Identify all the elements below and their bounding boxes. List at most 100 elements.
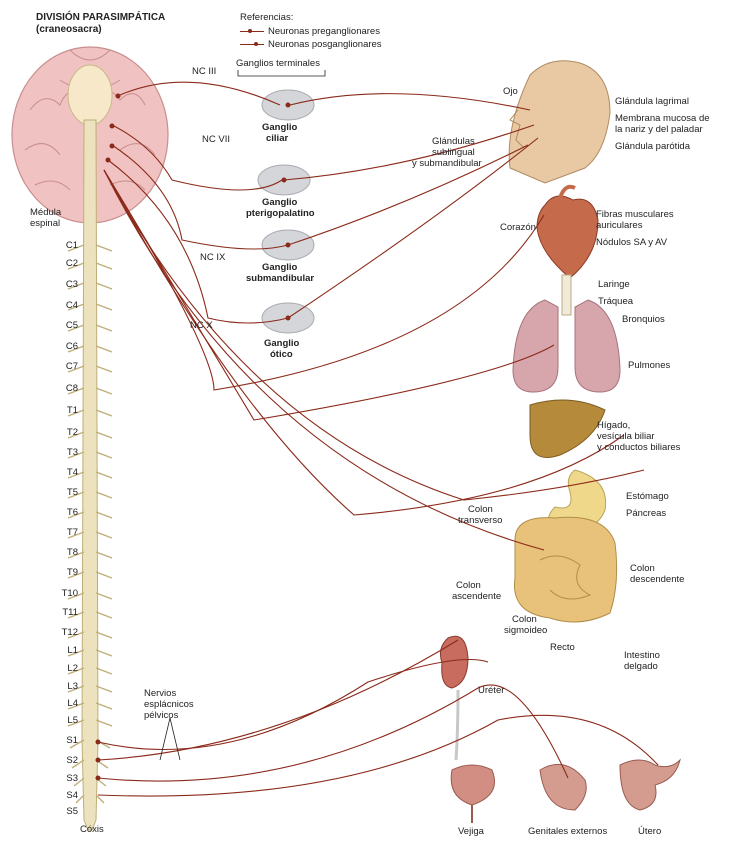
label-mucosa-2: la nariz y del paladar bbox=[615, 124, 703, 135]
label-pelvic-2: esplácnicos bbox=[144, 699, 194, 710]
segment-label: T6 bbox=[66, 507, 78, 518]
spinal-cord bbox=[67, 119, 113, 831]
label-fibras-1: Fibras musculares bbox=[596, 209, 674, 220]
label-intestino-1: Intestino bbox=[624, 650, 660, 661]
segment-label: T9 bbox=[66, 567, 78, 578]
segment-label: T2 bbox=[66, 427, 78, 438]
segment-label: L3 bbox=[67, 681, 78, 692]
ganglia-heading: Ganglios terminales bbox=[236, 58, 320, 69]
label-pulmones: Pulmones bbox=[628, 360, 671, 371]
label-ganglio-pterigo-2: pterigopalatino bbox=[246, 208, 315, 219]
segment-label: S5 bbox=[66, 806, 78, 817]
lungs bbox=[512, 274, 621, 393]
liver bbox=[529, 399, 606, 458]
segment-label: C5 bbox=[65, 320, 78, 331]
legend-heading: Referencias: bbox=[240, 12, 294, 23]
label-corazon: Corazón bbox=[500, 222, 536, 233]
label-higado-3: y conductos biliares bbox=[597, 442, 681, 453]
label-pancreas: Páncreas bbox=[626, 508, 667, 519]
legend-pre-label: Neuronas preganglionares bbox=[268, 26, 380, 37]
label-colon-descendente-1: Colon bbox=[630, 563, 655, 574]
label-colon-sigmoideo-2: sigmoideo bbox=[504, 625, 548, 636]
label-parotida: Glándula parótida bbox=[615, 141, 690, 152]
label-intestino-2: delgado bbox=[624, 661, 658, 672]
label-ganglio-otico-2: ótico bbox=[270, 349, 293, 360]
bladder bbox=[450, 764, 495, 823]
label-traquea: Tráquea bbox=[598, 296, 634, 307]
label-vejiga: Vejiga bbox=[458, 826, 484, 837]
label-recto: Recto bbox=[550, 642, 575, 653]
segment-label: S1 bbox=[66, 735, 78, 746]
label-estomago: Estómago bbox=[626, 491, 669, 502]
segment-label: S3 bbox=[66, 773, 78, 784]
label-mucosa-1: Membrana mucosa de bbox=[615, 113, 710, 124]
segment-label: L5 bbox=[67, 715, 78, 726]
legend-pre-line bbox=[240, 31, 264, 32]
label-pelvic-1: Nervios bbox=[144, 688, 177, 699]
terminal-ganglia bbox=[257, 89, 315, 334]
segment-label: C8 bbox=[65, 383, 78, 394]
label-sublingual-2: sublingual bbox=[432, 147, 475, 158]
label-ganglio-submand-2: submandibular bbox=[246, 273, 315, 284]
head bbox=[508, 60, 611, 184]
label-ureter: Uréter bbox=[478, 685, 505, 696]
label-ganglio-submand-1: Ganglio bbox=[262, 262, 298, 273]
segment-label: S2 bbox=[66, 755, 78, 766]
label-coxis: Cóxis bbox=[80, 824, 104, 835]
label-utero: Útero bbox=[638, 826, 662, 837]
intestines bbox=[513, 516, 618, 623]
segment-label: C6 bbox=[65, 341, 78, 352]
segment-label: T7 bbox=[66, 527, 78, 538]
segment-label: T4 bbox=[66, 467, 78, 478]
title-line2: (craneosacra) bbox=[36, 24, 102, 35]
segment-label: L4 bbox=[67, 698, 78, 709]
label-ganglio-ciliar-2: ciliar bbox=[266, 133, 289, 144]
label-laringe: Laringe bbox=[598, 279, 630, 290]
label-colon-transverso-2: transverso bbox=[458, 515, 503, 526]
label-nc-ix: NC IX bbox=[200, 252, 226, 263]
label-bronquios: Bronquios bbox=[622, 314, 665, 325]
label-lagrimal: Glándula lagrimal bbox=[615, 96, 689, 107]
segment-label: L2 bbox=[67, 663, 78, 674]
segment-label: T12 bbox=[61, 627, 78, 638]
title-line1: DIVISIÓN PARASIMPÁTICA bbox=[36, 12, 166, 23]
label-medula-1: Médula bbox=[30, 207, 62, 218]
legend-post-line bbox=[240, 44, 264, 45]
label-ganglio-otico-1: Ganglio bbox=[264, 338, 300, 349]
segment-label: C2 bbox=[65, 258, 78, 269]
label-colon-sigmoideo-1: Colon bbox=[512, 614, 537, 625]
ganglion-dots bbox=[95, 93, 291, 781]
segment-label: S4 bbox=[66, 790, 78, 801]
label-sublingual-1: Glándulas bbox=[432, 136, 475, 147]
segment-label: T1 bbox=[66, 405, 78, 416]
label-colon-ascendente-1: Colon bbox=[456, 580, 481, 591]
label-colon-descendente-2: descendente bbox=[630, 574, 685, 585]
segment-label: T5 bbox=[66, 487, 78, 498]
nerve-pathways bbox=[97, 81, 659, 797]
segment-label: C4 bbox=[65, 300, 78, 311]
legend-post-label: Neuronas posganglionares bbox=[268, 39, 382, 50]
label-nodulos: Nódulos SA y AV bbox=[596, 237, 668, 248]
label-nc-vii: NC VII bbox=[202, 134, 230, 145]
legend-pre-dot bbox=[248, 29, 252, 33]
segment-label: C1 bbox=[65, 240, 78, 251]
label-colon-ascendente-2: ascendente bbox=[452, 591, 502, 602]
uterus bbox=[619, 758, 681, 811]
segment-label: T10 bbox=[61, 588, 78, 599]
label-medula-2: espinal bbox=[30, 218, 61, 229]
segment-label: C7 bbox=[65, 361, 78, 372]
segment-label: T3 bbox=[66, 447, 78, 458]
label-fibras-2: auriculares bbox=[596, 220, 643, 231]
heart bbox=[536, 184, 599, 279]
legend-post-dot bbox=[254, 42, 258, 46]
label-nc-x: NC X bbox=[190, 320, 213, 331]
label-genitales: Genitales externos bbox=[528, 826, 608, 837]
label-sublingual-3: y submandibular bbox=[412, 158, 482, 169]
label-higado-2: vesícula biliar bbox=[597, 431, 655, 442]
label-ojo: Ojo bbox=[503, 86, 518, 97]
label-pelvic-3: pélvicos bbox=[144, 710, 179, 721]
label-ganglio-ciliar-1: Ganglio bbox=[262, 122, 298, 133]
segment-label: C3 bbox=[65, 279, 78, 290]
label-ganglio-pterigo-1: Ganglio bbox=[262, 197, 298, 208]
